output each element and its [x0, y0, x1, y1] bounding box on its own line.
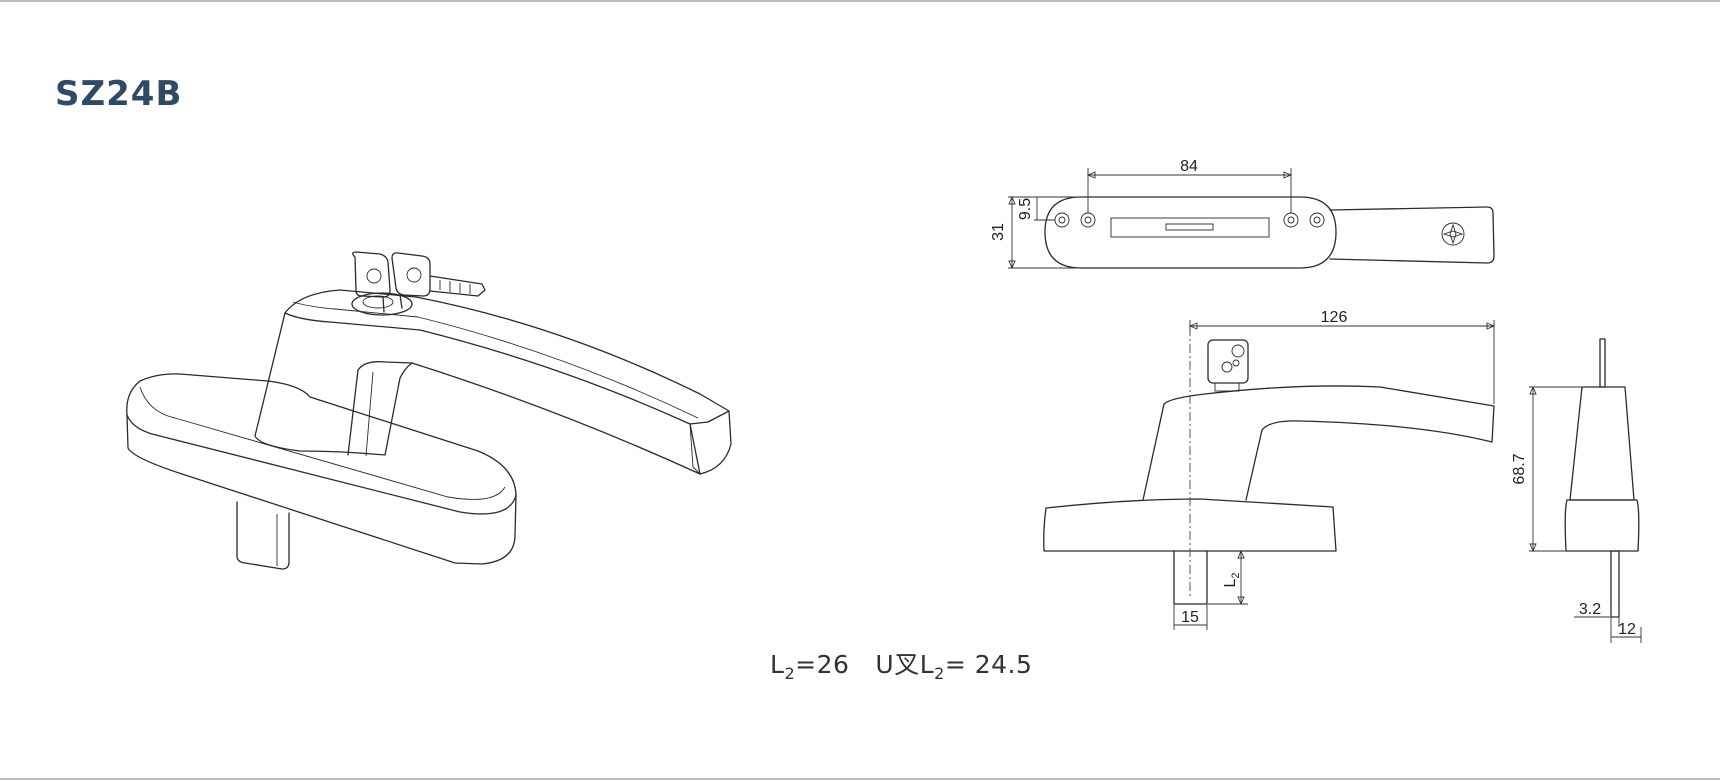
top-lever — [1329, 206, 1495, 264]
dim-spindle-width: 15 — [1181, 609, 1199, 626]
dim-spindle-end: 12 — [1618, 621, 1636, 638]
dim-hole-spacing: 84 — [1180, 158, 1198, 175]
dim-plate-width: 31 — [990, 223, 1007, 241]
dim-spindle-offset: 3.2 — [1579, 601, 1601, 618]
end-base — [1564, 499, 1640, 552]
bottom-rule — [0, 778, 1720, 780]
end-handle — [1569, 386, 1635, 501]
side-spindle — [1173, 550, 1208, 605]
top-plate — [1044, 196, 1337, 269]
top-view: 84 9.5 31 — [990, 158, 1495, 270]
product-title: SZ24B — [55, 74, 183, 114]
dim-height: 68.7 — [1511, 453, 1528, 484]
end-view: 68.7 3.2 12 — [1511, 338, 1642, 643]
iso-lock-cylinder — [351, 292, 413, 316]
end-spindle — [1610, 550, 1620, 618]
side-handle — [1142, 385, 1495, 501]
dim-handle-length: 126 — [1321, 309, 1348, 326]
top-rule — [0, 0, 1720, 2]
iso-base-plate — [126, 373, 517, 565]
dim-hole-offset: 9.5 — [1017, 198, 1034, 220]
end-key-blade — [1599, 338, 1606, 388]
side-base — [1043, 498, 1337, 552]
iso-key — [352, 251, 391, 298]
iso-spindle — [236, 501, 290, 570]
iso-handle-body — [254, 289, 732, 475]
dim-spindle-length: L2 — [1222, 572, 1242, 587]
isometric-view — [126, 251, 732, 570]
iso-key-2 — [391, 252, 431, 297]
logo-icon — [1441, 222, 1465, 246]
side-view: 126 L2 15 — [1043, 309, 1496, 630]
